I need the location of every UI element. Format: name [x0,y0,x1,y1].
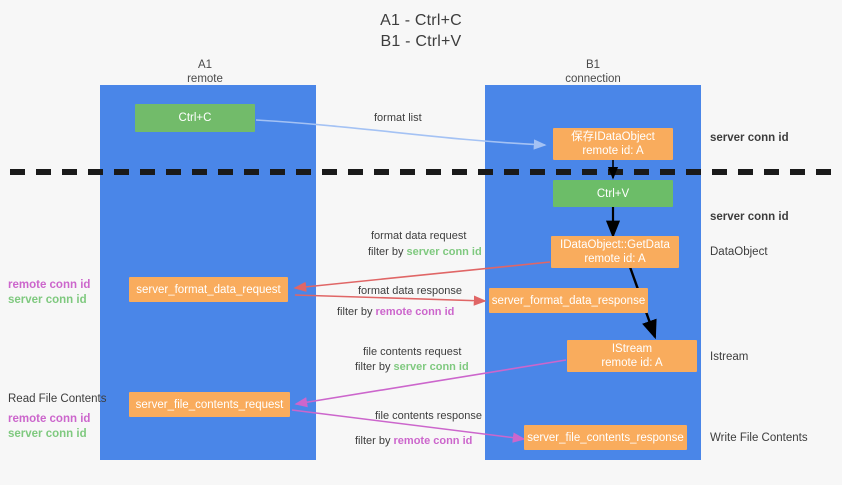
node-getdata-line1: IDataObject::GetData [560,239,670,251]
node-istream-line2: remote id: A [601,357,663,369]
node-server-file-contents-response[interactable]: server_file_contents_response [524,425,687,450]
token-server-conn-id: server conn id [406,246,482,258]
lane-header-a1: A1 remote [140,58,270,86]
token-remote-conn-id: remote conn id [375,306,455,318]
left-label-group2-server: server conn id [8,428,87,440]
node-fmt-resp-label: server_format_data_response [491,294,646,307]
edge-label-fmt-req-title: format data request [371,230,467,242]
left-label-group1-remote: remote conn id [8,279,91,291]
lane-header-b1: B1 connection [528,58,658,86]
node-idataobject-getdata[interactable]: IDataObject::GetData remote id: A [551,236,679,268]
right-label-dataobject-text: DataObject [710,246,768,258]
lane-header-b1-sub: connection [565,73,621,85]
node-ctrl-v[interactable]: Ctrl+V [553,180,673,207]
edge-label-file-req-title: file contents request [363,346,462,358]
edge-label-file-resp-title: file contents response [375,410,483,422]
filter-prefix: filter by [355,435,394,447]
node-save-idataobject[interactable]: 保存IDataObject remote id: A [553,128,673,160]
right-label-write-file-contents-text: Write File Contents [710,432,808,444]
left-label-read-file-contents: Read File Contents [8,392,106,407]
edge-label-format-data-response: format data response [358,284,462,299]
node-server-file-contents-request[interactable]: server_file_contents_request [129,392,290,417]
edge-label-format-list-text: format list [374,112,422,124]
left-label-group2-remote: remote conn id [8,413,91,425]
left-label-read-file-contents-text: Read File Contents [8,393,107,405]
filter-prefix: filter by [368,246,407,258]
node-istream-line1: IStream [611,343,653,355]
edge-label-file-contents-request-filter: filter by server conn id [355,360,469,375]
right-label-server-conn-id-top: server conn id [710,131,789,146]
filter-prefix: filter by [355,361,394,373]
node-server-format-data-response[interactable]: server_format_data_response [489,288,648,313]
node-file-resp-label: server_file_contents_response [527,431,684,444]
token-server-conn-id: server conn id [393,361,469,373]
right-label-server-conn-id-mid: server conn id [710,210,789,225]
node-file-req-label: server_file_contents_request [135,398,284,411]
node-ctrl-c-line1: Ctrl+C [178,112,212,124]
edge-label-fmt-resp-title: format data response [358,285,462,297]
filter-prefix: filter by [337,306,376,318]
left-label-group1: remote conn id server conn id [8,278,90,308]
node-getdata-line2: remote id: A [584,253,646,265]
left-label-group1-server: server conn id [8,294,87,306]
edge-label-format-data-request: format data request [371,229,466,244]
right-label-istream-text: Istream [710,351,749,363]
edge-label-file-contents-response: file contents response [375,409,482,424]
node-server-format-data-request[interactable]: server_format_data_request [129,277,288,302]
lane-header-a1-sub: remote [187,73,223,85]
token-remote-conn-id: remote conn id [393,435,473,447]
node-ctrl-c[interactable]: Ctrl+C [135,104,255,132]
edge-label-file-contents-response-filter: filter by remote conn id [355,434,472,449]
node-istream[interactable]: IStream remote id: A [567,340,697,372]
right-label-istream: Istream [710,350,748,365]
edge-label-file-contents-request: file contents request [363,345,461,360]
edge-label-format-data-request-filter: filter by server conn id [368,245,482,260]
node-ctrl-v-line1: Ctrl+V [596,187,630,200]
lane-header-a1-name: A1 [197,59,213,71]
node-save-idataobject-line2: remote id: A [582,145,644,157]
left-label-group2: remote conn id server conn id [8,412,90,442]
right-label-server-conn-id-top-text: server conn id [710,132,789,144]
page-title-line1: A1 - Ctrl+C [380,12,462,29]
edge-label-format-data-response-filter: filter by remote conn id [337,305,454,320]
edge-label-format-list: format list [374,111,422,126]
right-label-dataobject: DataObject [710,245,768,260]
lane-header-b1-name: B1 [585,59,601,71]
page-title-line2: B1 - Ctrl+V [380,33,462,50]
node-save-idataobject-line1: 保存IDataObject [571,131,655,143]
right-label-write-file-contents: Write File Contents [710,431,808,446]
right-label-server-conn-id-mid-text: server conn id [710,211,789,223]
node-fmt-req-label: server_format_data_request [136,283,281,296]
